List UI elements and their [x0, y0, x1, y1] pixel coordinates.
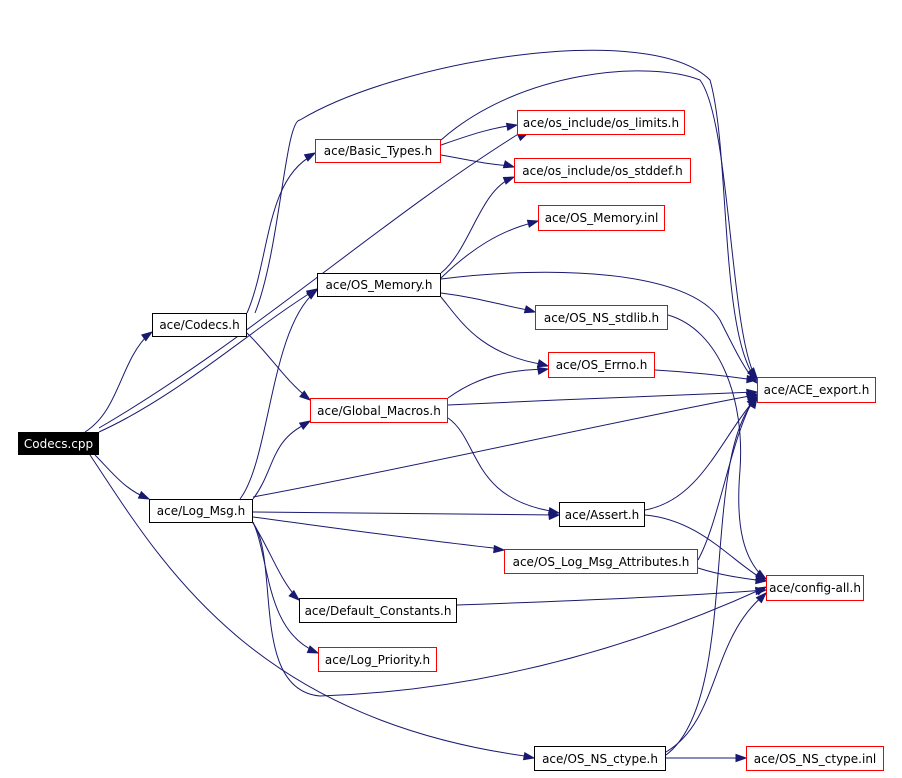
edge-osmemory-osmemoryinl	[440, 219, 540, 279]
edge-defaultconstants-configall	[456, 586, 768, 606]
node-os-ns-stdlib-h[interactable]: ace/OS_NS_stdlib.h	[535, 305, 668, 330]
node-os-log-msg-attributes-h[interactable]: ace/OS_Log_Msg_Attributes.h	[504, 549, 698, 574]
node-global-macros-h[interactable]: ace/Global_Macros.h	[310, 398, 448, 423]
arrowhead-osmemory-osmemoryinl	[526, 219, 540, 228]
arrowhead-osnsctype-configall	[755, 591, 768, 604]
arrowhead-osnsstdlib-configall	[754, 569, 768, 580]
node-log-msg-h[interactable]: ace/Log_Msg.h	[149, 499, 253, 523]
arrowhead-logmsg-osmemory	[306, 289, 319, 300]
node-default-constants-h[interactable]: ace/Default_Constants.h	[299, 598, 457, 623]
edge-logmsg-globalmacros	[252, 420, 312, 500]
edge-basic-osstddef	[440, 154, 516, 169]
node-os-errno-h[interactable]: ace/OS_Errno.h	[548, 352, 655, 378]
node-os-ns-ctype-inl[interactable]: ace/OS_NS_ctype.inl	[746, 746, 884, 771]
edge-codecs-globalmacros	[246, 332, 312, 401]
node-basic-types-h[interactable]: ace/Basic_Types.h	[315, 139, 441, 163]
arrowhead-globalmacros-oserrno	[536, 366, 550, 376]
arrowhead-osmemory-oserrno	[536, 359, 550, 368]
edge-osnsstdlib-configall	[667, 314, 768, 580]
edge-cpp-logmsg	[94, 454, 151, 500]
edge-globalmacros-oserrno	[447, 366, 550, 399]
edge-osmemory-osstddef	[440, 176, 516, 274]
arrowhead-logmsg-defaultconstants	[288, 589, 301, 602]
edge-cpp-osnsctype	[89, 454, 536, 761]
edge-cpp-osmemory	[98, 288, 319, 433]
arrowhead-cpp-osnsctype	[522, 751, 536, 761]
arrowhead-codecs-basictypes	[303, 152, 317, 162]
edge-osmemory-osnsstdlib	[440, 292, 537, 314]
edge-globalmacros-assert	[447, 417, 561, 516]
arrowhead-logmsg-assert	[548, 511, 561, 521]
arrowhead-osnsctype-osnsctypeinl	[735, 753, 748, 763]
node-os-memory-inl[interactable]: ace/OS_Memory.inl	[538, 205, 665, 231]
edge-codecs-aceexport	[254, 49, 758, 381]
arrowhead-defaultconstants-configall	[755, 586, 768, 596]
arrowhead-basic-osstddef	[502, 160, 516, 169]
arrowhead-oserrno-aceexport	[746, 374, 759, 384]
arrowhead-osnsctype-aceexport	[747, 396, 758, 410]
arrowhead-codecs-globalmacros	[299, 390, 312, 401]
node-os-stddef-h[interactable]: ace/os_include/os_stddef.h	[514, 158, 691, 183]
node-ace-export-h[interactable]: ace/ACE_export.h	[757, 377, 876, 403]
arrowhead-logmsg-globalmacros	[298, 420, 312, 431]
edge-codecs-basictypes	[246, 152, 317, 314]
node-config-all-h[interactable]: ace/config-all.h	[766, 575, 864, 601]
edge-osnsctype-aceexport	[665, 396, 758, 756]
node-os-limits-h[interactable]: ace/os_include/os_limits.h	[517, 110, 685, 135]
node-os-ns-ctype-h[interactable]: ace/OS_NS_ctype.h	[534, 746, 666, 771]
edge-osnsctype-osnsctypeinl	[665, 753, 748, 763]
edge-logmsg-osmemory	[239, 289, 319, 500]
edge-logmsg-defaultconstants	[252, 522, 301, 602]
edge-cpp-oslimits	[98, 132, 530, 429]
node-assert-h[interactable]: ace/Assert.h	[559, 502, 645, 527]
node-codecs-h[interactable]: ace/Codecs.h	[152, 313, 247, 337]
arrowhead-logmsg-oslogmsgattr	[493, 544, 506, 554]
edge-logmsg-logpriority	[252, 521, 320, 654]
arrowhead-cpp-logmsg	[137, 490, 151, 500]
edge-logmsg-oslogmsgattr	[252, 516, 506, 554]
arrowhead-osmemory-osnsstdlib	[523, 305, 537, 314]
arrowhead-basic-oslimits	[505, 122, 519, 132]
node-os-memory-h[interactable]: ace/OS_Memory.h	[317, 273, 441, 297]
edge-cpp-codecs	[84, 331, 154, 433]
edge-globalmacros-aceexport	[447, 388, 759, 406]
edge-logmsg-assert	[252, 511, 561, 521]
node-codecs-cpp: Codecs.cpp	[18, 432, 99, 455]
arrowhead-logmsg-logpriority	[306, 645, 320, 654]
edge-osmemory-oserrno	[440, 296, 550, 368]
arrowhead-osmemory-osstddef	[502, 176, 516, 185]
arrowhead-cpp-codecs	[140, 331, 154, 342]
node-log-priority-h[interactable]: ace/Log_Priority.h	[318, 647, 437, 672]
edge-oserrno-aceexport	[654, 369, 759, 384]
edge-osnsctype-configall	[665, 591, 768, 753]
edge-basic-oslimits	[440, 122, 519, 146]
